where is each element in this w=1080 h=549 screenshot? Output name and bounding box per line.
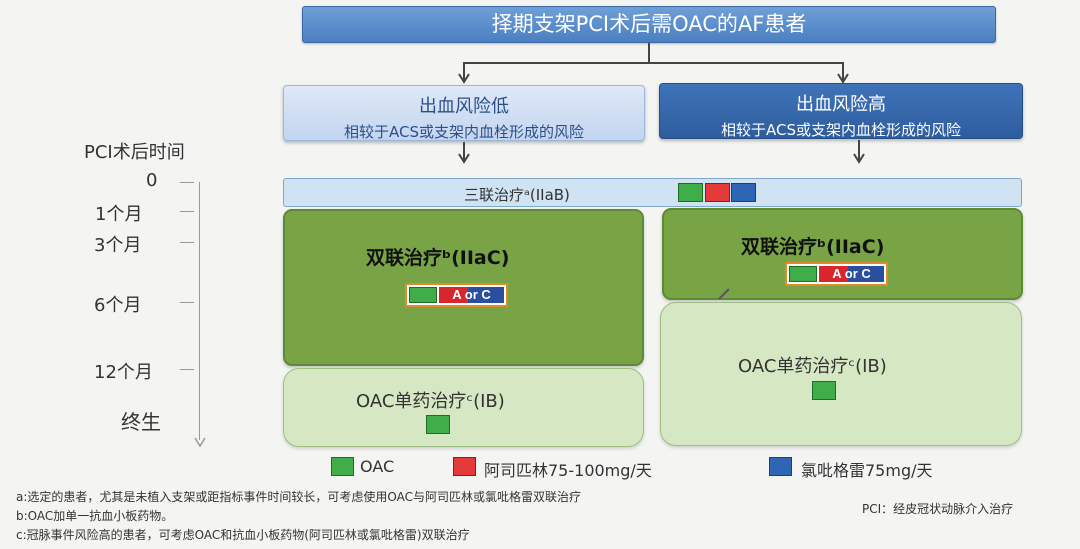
combo-oac-swatch bbox=[789, 266, 817, 282]
risk-low-subtitle: 相较于ACS或支架内血栓形成的风险 bbox=[344, 123, 584, 141]
combo-a-or-c: A or C bbox=[819, 266, 884, 282]
footnote-c: c:冠脉事件风险高的患者，可考虑OAC和抗血小板药物(阿司匹林或氯吡格雷)双联治… bbox=[16, 528, 470, 542]
dual-therapy-low-combo: A or C bbox=[405, 283, 508, 307]
oac-mono-high-label: OAC单药治疗ᶜ(IB) bbox=[738, 356, 887, 377]
legend-oac-swatch bbox=[331, 457, 354, 476]
legend-aspirin-swatch bbox=[453, 457, 476, 476]
triple-clopidogrel-swatch bbox=[731, 183, 756, 202]
oac-mono-low-box bbox=[283, 368, 644, 447]
diagram-title: 择期支架PCI术后需OAC的AF患者 bbox=[302, 6, 996, 43]
triple-therapy-label: 三联治疗ᵃ(IIaB) bbox=[464, 186, 570, 204]
timeline-title: PCI术后时间 bbox=[84, 142, 185, 163]
mouse-cursor-icon bbox=[718, 288, 730, 300]
connector-stem bbox=[648, 43, 650, 63]
oac-mono-low-label: OAC单药治疗ᶜ(IB) bbox=[356, 391, 505, 412]
footnote-a: a:选定的患者，尤其是未植入支架或距指标事件时间较长，可考虑使用OAC与阿司匹林… bbox=[16, 490, 582, 504]
bleeding-risk-low-box: 出血风险低 相较于ACS或支架内血栓形成的风险 bbox=[283, 85, 645, 141]
timeline-label-6m: 6个月 bbox=[94, 295, 142, 316]
dual-therapy-low-label: 双联治疗ᵇ(IIaC) bbox=[366, 247, 510, 269]
timeline-label-1m: 1个月 bbox=[95, 204, 143, 225]
risk-high-subtitle: 相较于ACS或支架内血栓形成的风险 bbox=[721, 121, 961, 139]
footnote-b: b:OAC加单一抗血小板药物。 bbox=[16, 509, 174, 523]
timeline-tick bbox=[180, 369, 194, 370]
timeline-arrow-icon bbox=[194, 437, 206, 448]
arrow-to-high-icon bbox=[837, 62, 849, 84]
oac-mono-high-box bbox=[660, 302, 1022, 446]
risk-high-title: 出血风险高 bbox=[796, 94, 886, 115]
legend-clopidogrel-label: 氯吡格雷75mg/天 bbox=[801, 461, 933, 480]
legend-oac-label: OAC bbox=[360, 457, 395, 476]
dual-therapy-high-combo: A or C bbox=[785, 262, 888, 286]
triple-aspirin-swatch bbox=[705, 183, 730, 202]
legend-clopidogrel-swatch bbox=[769, 457, 792, 476]
arrow-to-low-icon bbox=[458, 62, 470, 84]
dual-therapy-high-label: 双联治疗ᵇ(IIaC) bbox=[741, 236, 885, 258]
risk-low-title: 出血风险低 bbox=[419, 96, 509, 117]
triple-therapy-bar: 三联治疗ᵃ(IIaB) bbox=[283, 178, 1022, 207]
triple-oac-swatch bbox=[678, 183, 703, 202]
timeline-tick bbox=[180, 242, 194, 243]
bleeding-risk-high-box: 出血风险高 相较于ACS或支架内血栓形成的风险 bbox=[659, 83, 1023, 139]
connector-bar bbox=[463, 62, 843, 64]
timeline-label-3m: 3个月 bbox=[94, 235, 142, 256]
timeline-tick bbox=[180, 302, 194, 303]
combo-oac-swatch bbox=[409, 287, 437, 303]
arrow-high-down-icon bbox=[853, 140, 865, 164]
timeline-axis bbox=[199, 182, 200, 440]
combo-a-or-c: A or C bbox=[439, 287, 504, 303]
oac-mono-high-swatch bbox=[812, 381, 836, 400]
arrow-low-down-icon bbox=[458, 142, 470, 164]
footnote-pci: PCI：经皮冠状动脉介入治疗 bbox=[862, 502, 1014, 516]
oac-mono-low-swatch bbox=[426, 415, 450, 434]
timeline-tick bbox=[180, 182, 194, 183]
timeline-label-lifelong: 终生 bbox=[121, 410, 161, 434]
legend-aspirin-label: 阿司匹林75-100mg/天 bbox=[484, 461, 652, 480]
timeline-label-12m: 12个月 bbox=[94, 362, 153, 383]
timeline-tick bbox=[180, 211, 194, 212]
timeline-label-0: 0 bbox=[146, 170, 158, 191]
